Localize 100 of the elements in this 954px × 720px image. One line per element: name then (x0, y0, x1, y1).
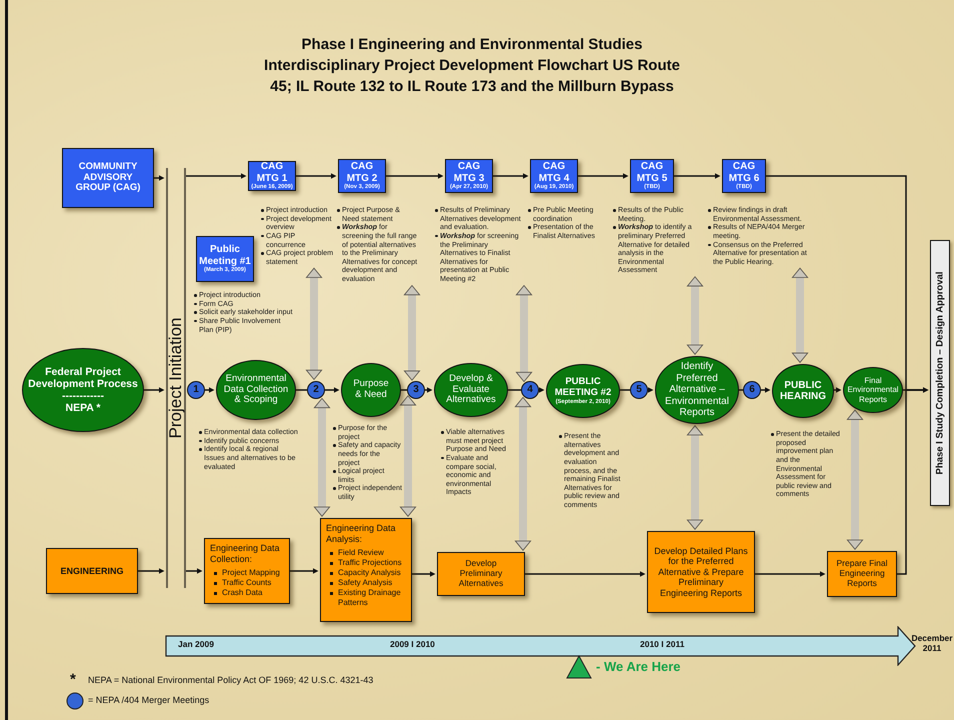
numbered-circle (743, 381, 761, 399)
arrow (897, 387, 928, 575)
arrow (647, 387, 654, 393)
meeting-box (630, 159, 674, 193)
arrow (578, 173, 628, 179)
bullet-item: Safety Analysis (326, 578, 392, 588)
arrow (296, 173, 336, 179)
timeline-label: 2009 I 2010 (390, 640, 435, 650)
timeline-label: December 2011 (910, 634, 954, 654)
timeline-label: Jan 2009 (178, 640, 214, 650)
legend-text: = NEPA /404 Merger Meetings (88, 695, 210, 705)
arrow (290, 568, 318, 574)
milestone-label: Phase I Study Completion – Design Approval (934, 272, 946, 474)
ellipse-text: Identify Preferred Alternative – Environmental Reports (664, 361, 730, 419)
ellipse-text: Final Environmental Reports (847, 376, 899, 404)
task-text: Develop Detailed Plans for the Preferred Alternative & Prepare Preliminary Engineering Reports (654, 546, 748, 598)
arrow (674, 173, 720, 179)
arrow (525, 571, 646, 577)
step-number: 6 (749, 385, 755, 395)
process-ellipse (546, 364, 620, 418)
ellipse-text: PUBLIC MEETING #2 (554, 376, 612, 398)
process-ellipse (216, 360, 296, 420)
double-arrow (400, 395, 416, 517)
box-heading: Engineering Data Collection: (210, 543, 281, 565)
numbered-circle (407, 381, 425, 399)
double-arrow (306, 268, 322, 380)
process-ellipse (434, 363, 508, 417)
meeting-box (196, 236, 254, 282)
diagram-title: Phase I Engineering and Environmental Studies Interdisciplinary Project Development Flowchart US Route 45; IL Route 132 to IL Route 173 and the Millburn Bypass (263, 35, 681, 97)
double-arrow (514, 396, 532, 551)
box-title: CAG MTG 3 (454, 161, 484, 184)
bullet-item: Capacity Analysis (326, 568, 401, 578)
box-title: CAG MTG 5 (636, 161, 668, 184)
task-text: Prepare Final Engineering Reports (835, 559, 889, 589)
arrow (493, 173, 528, 179)
band-label: Project Initiation (166, 318, 186, 438)
step-number: 2 (313, 385, 319, 395)
box-title: COMMUNITY ADVISORY GROUP (CAG) (75, 162, 141, 194)
ellipse-text: Develop & Evaluate Alternatives (445, 374, 497, 406)
numbered-circle (307, 381, 325, 399)
numbered-circle (521, 381, 539, 399)
arrow (761, 387, 770, 393)
task-box (204, 538, 290, 604)
bullet-item: Traffic Counts (210, 578, 272, 588)
double-arrow (314, 398, 330, 517)
arrow (325, 387, 340, 393)
bullet-item: Project Mapping (210, 568, 280, 578)
numbered-circle (630, 381, 648, 399)
footnote-mark: * (70, 671, 76, 688)
step-number: 3 (413, 385, 419, 395)
ellipse-text: NEPA * (65, 402, 100, 414)
arrow (386, 173, 444, 179)
meeting-box (722, 159, 766, 193)
initiation-band (166, 168, 186, 588)
step-number: 4 (527, 385, 533, 395)
arrow (205, 387, 214, 393)
milestone-bar (930, 240, 950, 506)
process-ellipse (843, 367, 903, 413)
step-number: 5 (636, 385, 642, 395)
ellipse-text: Environmental Data Collection & Scoping (222, 374, 290, 406)
ellipse-text: Purpose & Need (353, 379, 389, 401)
bullet-item: Existing Drainage Patterns (326, 588, 406, 608)
double-arrow (792, 268, 808, 363)
ellipse-text: ------------ (62, 390, 104, 402)
ellipse-text: PUBLIC HEARING (778, 380, 828, 402)
box-title: CAG MTG 4 (538, 161, 570, 184)
arrow (834, 387, 842, 393)
double-arrow (686, 425, 704, 530)
bullet-item: Crash Data (210, 588, 262, 598)
bullet-item: Traffic Projections (326, 558, 402, 568)
ellipse-text: Federal Project Development Process (27, 366, 139, 390)
arrow (186, 173, 246, 179)
double-arrow (686, 276, 704, 355)
arrow (412, 571, 436, 577)
box-title: Public Meeting #1 (199, 244, 251, 267)
process-ellipse (341, 363, 401, 417)
task-box (827, 551, 897, 597)
double-arrow (516, 285, 532, 382)
box-title: CAG MTG 2 (346, 161, 378, 184)
numbered-circle (187, 381, 205, 399)
timeline-label: 2010 I 2011 (640, 640, 684, 650)
group-box (62, 148, 154, 208)
arrow (186, 568, 202, 574)
arrow (425, 387, 432, 393)
task-box (46, 548, 138, 594)
legend-text: - We Are Here (596, 659, 681, 674)
task-box (320, 518, 412, 622)
arrow (755, 571, 826, 577)
meeting-box (248, 161, 296, 191)
double-arrow (404, 285, 420, 381)
step-number: 1 (193, 385, 199, 395)
arrow (538, 387, 544, 393)
arrow (154, 175, 164, 181)
arrow (138, 568, 164, 574)
meeting-box (445, 159, 493, 193)
meeting-box (530, 159, 578, 193)
task-text: ENGINEERING (60, 566, 124, 576)
box-title: CAG MTG 6 (728, 161, 760, 184)
footnote-text: NEPA = National Environmental Policy Act OF 1969; 42 U.S.C. 4321-43 (88, 675, 374, 686)
bullet-item: Field Review (326, 548, 384, 558)
